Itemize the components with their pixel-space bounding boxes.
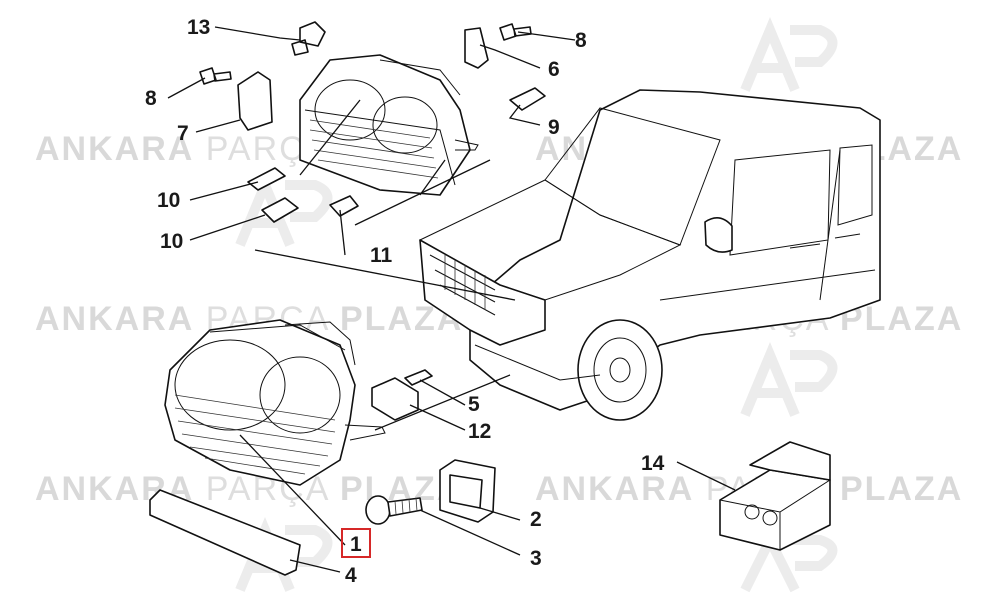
callout-14: 14 [641, 452, 665, 475]
bracket-part-7 [237, 71, 273, 131]
callout-11: 10 [160, 230, 183, 253]
callout-4: 4 [345, 564, 357, 587]
main-headlamp-part-1 [164, 319, 386, 486]
van-illustration [418, 89, 881, 421]
callout-12: 11 [370, 244, 393, 267]
leader-lines [167, 26, 736, 573]
bulb-part-10-left [247, 167, 286, 191]
callout-9: 12 [468, 420, 491, 443]
screw-part-3 [365, 495, 423, 525]
callout-10-right: 9 [548, 116, 560, 139]
bolt-part-8-left [199, 67, 232, 85]
bracket-part-6 [464, 27, 489, 69]
control-unit-part-9 [371, 377, 419, 421]
callout-labels: 13 8 6 8 7 9 10 10 11 5 12 14 2 1 3 4 [145, 16, 665, 587]
bulb-part-12 [329, 195, 359, 217]
trim-strip-part-4 [149, 489, 301, 576]
upper-headlamp-assembly [299, 54, 479, 196]
callout-1-highlight-box [341, 528, 371, 558]
callout-1: 1 [350, 533, 362, 556]
callout-5: 5 [468, 393, 480, 416]
callout-2: 2 [530, 508, 542, 531]
bulb-part-13 [291, 21, 326, 56]
bulb-part-10-right [509, 87, 546, 111]
callout-8-left: 8 [145, 87, 157, 110]
callout-13: 13 [187, 16, 210, 39]
callout-7: 7 [177, 122, 189, 145]
bulb-part-11 [261, 197, 299, 223]
bulb-kit-part-14 [719, 441, 831, 551]
bracket-part-2 [439, 459, 496, 523]
callout-3: 3 [530, 547, 542, 570]
callout-10-left: 10 [157, 189, 180, 212]
watermark-word-ankara: ANKARA [35, 130, 194, 168]
connector-part-5 [404, 369, 433, 386]
callout-8-right: 8 [575, 29, 587, 52]
callout-6: 6 [548, 58, 560, 81]
bolt-part-8-right [499, 23, 532, 41]
